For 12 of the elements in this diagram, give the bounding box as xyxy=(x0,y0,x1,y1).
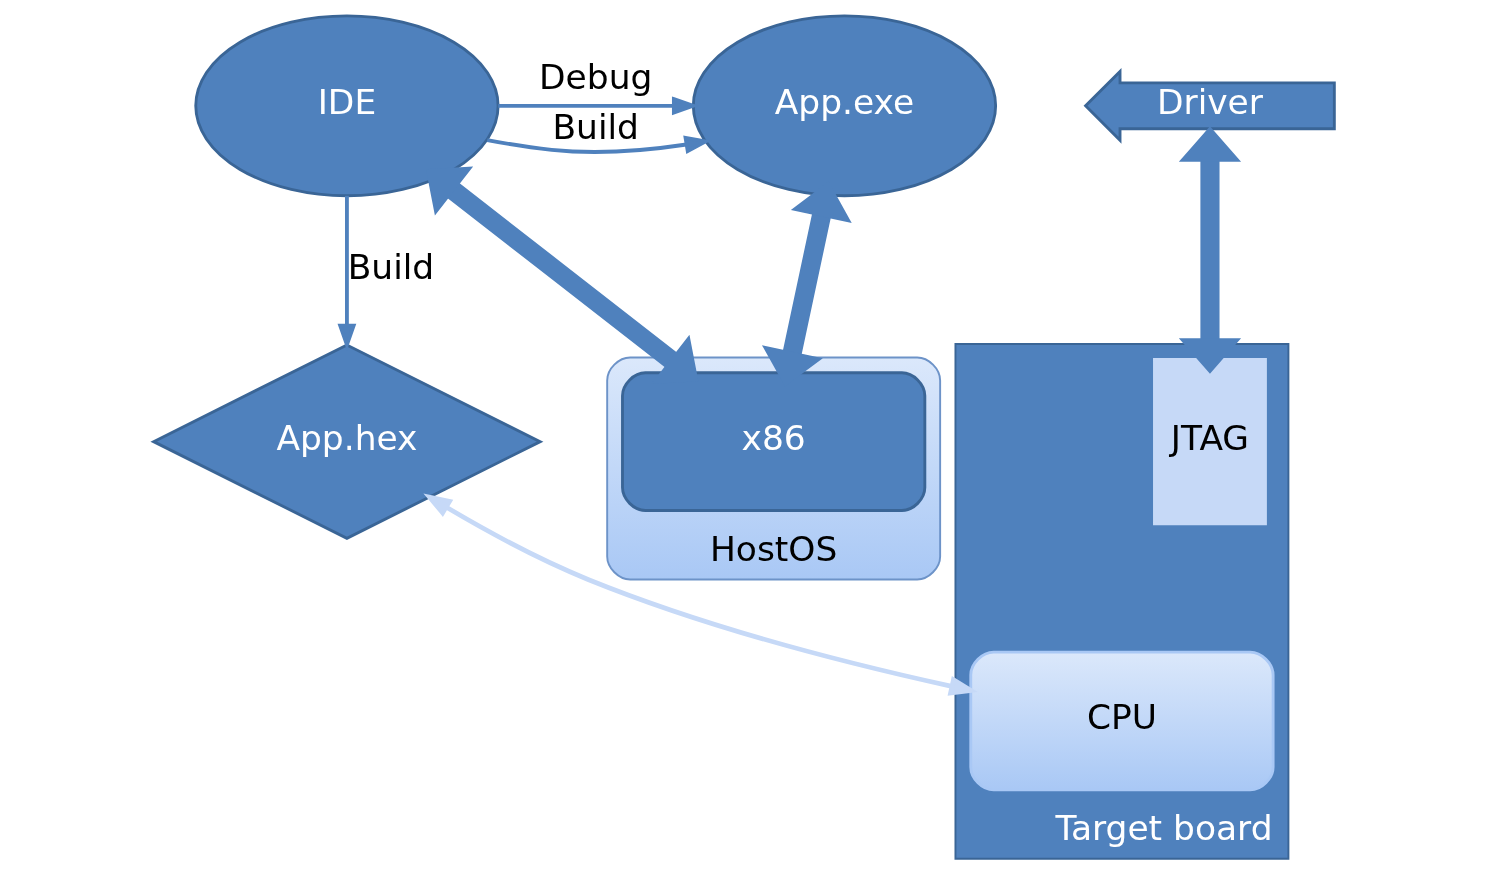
node-diamond: App.hex xyxy=(149,343,543,540)
node-box: CPU xyxy=(968,650,1275,792)
arrow xyxy=(422,493,978,696)
node-box: JTAG xyxy=(1152,357,1267,526)
arrow xyxy=(486,135,711,155)
edge-label: Build xyxy=(551,107,639,148)
arrow xyxy=(1178,126,1241,374)
edge-label: Debug xyxy=(538,57,652,98)
node-ellipse: IDE xyxy=(193,14,500,198)
edge-label: Build xyxy=(347,246,434,287)
node-ellipse: App.exe xyxy=(691,14,997,198)
node-box: x86 xyxy=(620,371,926,512)
